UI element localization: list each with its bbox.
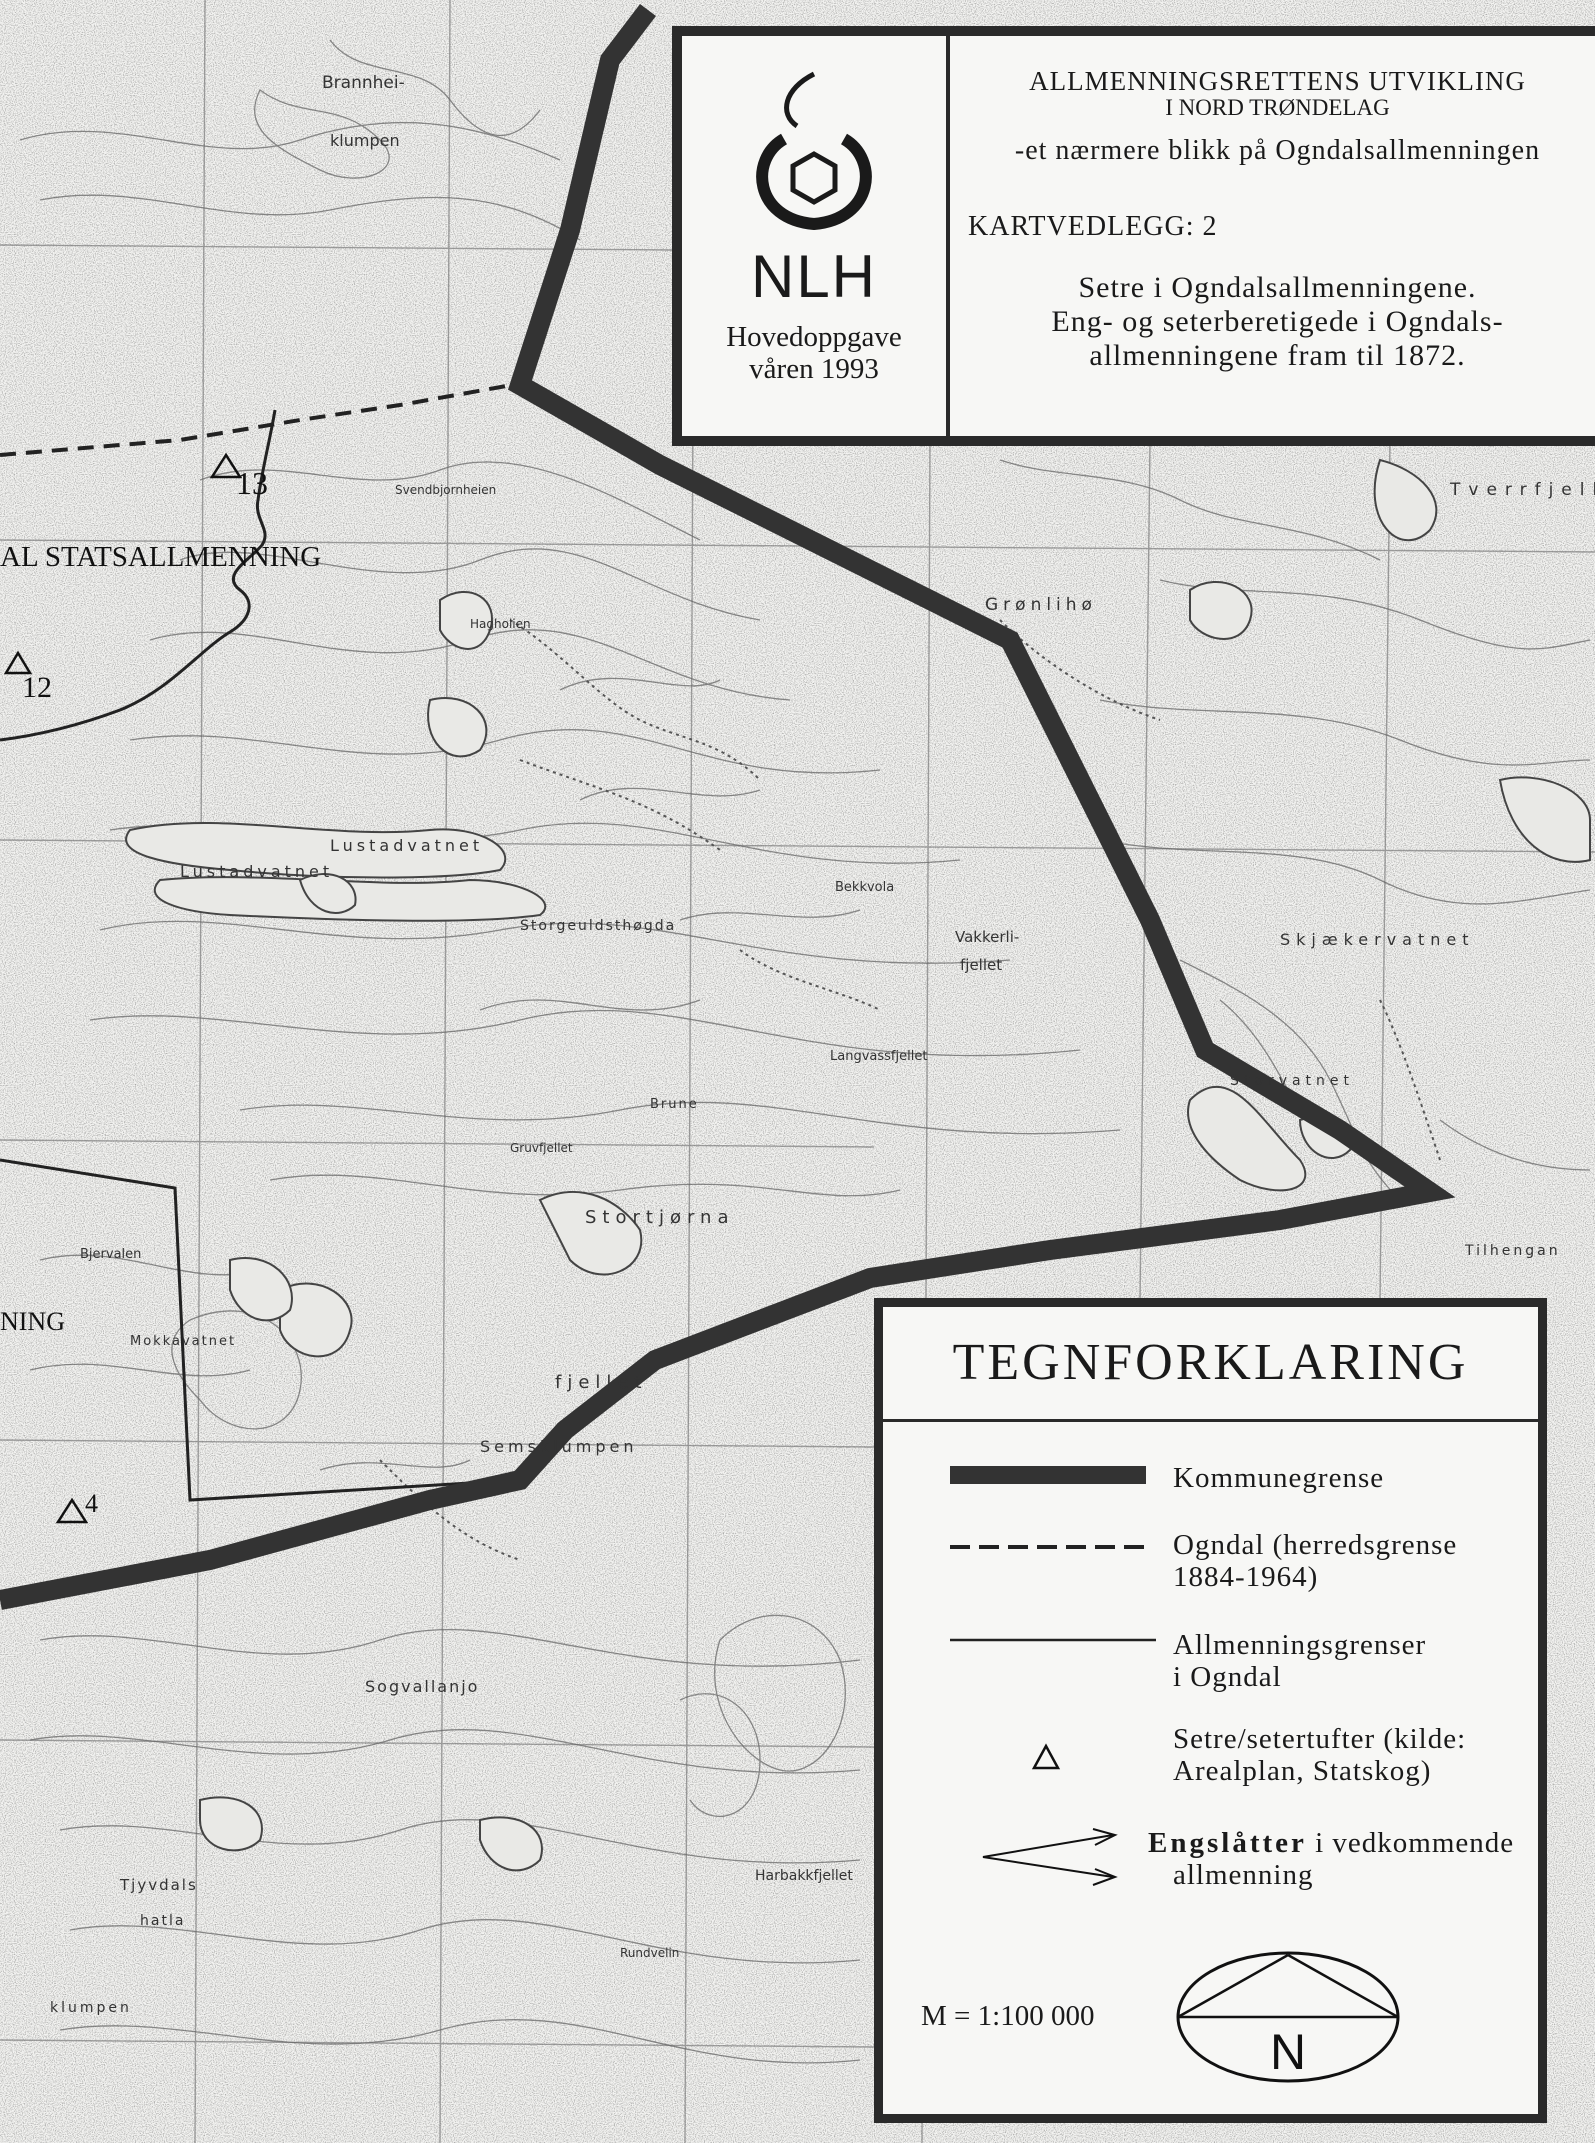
seter-triangle	[209, 452, 243, 479]
place-names: Brannhei- klumpen Svendbjornheien Haghol…	[50, 73, 1595, 2016]
place-name: Tjyvdals	[119, 1876, 198, 1894]
seter-number: 13	[236, 465, 268, 501]
legend-label: Allmenningsgrenser	[1173, 1629, 1427, 1661]
legend-title: TEGNFORKLARING	[883, 1307, 1538, 1422]
place-name: Lustadvatnet	[330, 836, 483, 855]
legend-label-line2: Arealplan, Statskog)	[1173, 1755, 1432, 1787]
place-name: Grønlihø	[985, 595, 1097, 615]
place-name: Bekkvola	[835, 880, 894, 895]
place-name: fjellet	[555, 1372, 648, 1393]
nlh-logo-icon	[756, 71, 872, 231]
thick-line-symbol	[950, 1466, 1146, 1484]
legend-label-line2: i Ogndal	[1173, 1661, 1282, 1693]
kommunegrense	[0, 3, 1456, 1610]
title-block: NLH Hovedoppgave våren 1993 ALLMENNINGSR…	[672, 26, 1595, 446]
allmenning-label-2: NING	[0, 1307, 65, 1336]
legend-box: TEGNFORKLARING Kommunegrense Ogndal (her…	[874, 1298, 1547, 2123]
legend-label: Ogndal (herredsgrense	[1173, 1529, 1458, 1561]
place-name: Tilhengan	[1464, 1243, 1561, 1259]
place-name: Brune	[650, 1097, 699, 1112]
triangle-symbol-icon	[1031, 1743, 1061, 1770]
place-name: Skjækervatnet	[1280, 930, 1475, 949]
place-name: Langvassfjellet	[830, 1049, 927, 1064]
subtitle: -et nærmere blikk på Ogndalsallmenningen	[1014, 135, 1541, 166]
place-name: klumpen	[330, 131, 400, 150]
place-name: Lustadvatnet	[180, 862, 333, 881]
place-name: klumpen	[50, 2000, 132, 2016]
place-name: Vakkerli-	[955, 928, 1019, 946]
seter-triangle	[3, 650, 33, 675]
scale-label: M = 1:100 000	[921, 2000, 1095, 2032]
thesis-date: våren 1993	[749, 353, 879, 385]
place-name: Harbakkfjellet	[755, 1868, 853, 1884]
place-name: Storgeuldsthøgda	[520, 918, 676, 934]
seter-12[interactable]: 12	[3, 650, 52, 704]
seter-4[interactable]: 4	[55, 1489, 98, 1524]
place-name: Sogvallanjo	[365, 1677, 479, 1696]
north-arrow-icon: N	[1176, 1951, 1400, 2083]
seter-13[interactable]: 13	[209, 452, 268, 501]
place-name: Tverrfjellet	[1449, 480, 1595, 500]
dashed-line-symbol	[950, 1545, 1146, 1549]
place-name: Gruvfjellet	[510, 1141, 573, 1155]
main-title: ALLMENNINGSRETTENS UTVIKLING	[1029, 66, 1526, 96]
map-description-line2: Eng- og seterberetigede i Ogndals-	[1051, 305, 1504, 338]
seter-number: 12	[22, 671, 52, 704]
place-name: Rundvelin	[620, 1946, 679, 1960]
legend-label: Engslåtter i vedkommende	[1148, 1827, 1514, 1859]
map-description: Setre i Ogndalsallmenningene.	[1078, 271, 1477, 304]
streams	[379, 619, 1441, 1561]
legend-label-rest: i vedkommende	[1315, 1827, 1515, 1859]
title-info-panel: ALLMENNINGSRETTENS UTVIKLING I NORD TRØN…	[950, 36, 1595, 436]
logo-text: NLH	[750, 243, 878, 310]
place-name: Storvatnet	[1230, 1073, 1354, 1089]
main-title-line2: I NORD TRØNDELAG	[1165, 95, 1390, 120]
allmenning-boundaries	[0, 409, 521, 1502]
thin-line-symbol	[950, 1638, 1156, 1642]
north-letter: N	[1270, 2024, 1306, 2080]
place-name: Stortjørna	[585, 1207, 735, 1228]
map-description-line3: allmenningene fram til 1872.	[1089, 339, 1466, 372]
lakes	[125, 458, 1591, 1872]
place-name: fjellet	[960, 956, 1002, 974]
place-name: Svendbjornheien	[395, 483, 496, 497]
legend-label-line2: 1884-1964)	[1173, 1561, 1319, 1593]
seter-number: 4	[85, 1489, 98, 1518]
legend-label: Setre/setertufter (kilde:	[1173, 1723, 1467, 1755]
place-name: hatla	[140, 1913, 185, 1929]
double-arrow-symbol-icon	[982, 1828, 1118, 1886]
place-name: Mokkavatnet	[130, 1334, 236, 1349]
place-name: Semsklumpen	[480, 1437, 638, 1456]
logo-panel: NLH Hovedoppgave våren 1993	[682, 36, 950, 436]
statsallmenning-label: AL STATSALLMENNING	[0, 541, 321, 573]
seter-triangle	[55, 1497, 89, 1524]
place-name: Hagholien	[470, 617, 531, 631]
legend-label-line2: allmenning	[1173, 1859, 1314, 1891]
place-name: Bjervalen	[80, 1247, 141, 1262]
legend-label-bold: Engslåtter	[1148, 1827, 1307, 1859]
map-appendix-label: KARTVEDLEGG: 2	[968, 211, 1218, 242]
contour-lines	[19, 39, 1591, 2064]
place-name: Brannhei-	[322, 73, 405, 93]
legend-label: Kommunegrense	[1173, 1462, 1385, 1494]
thesis-label: Hovedoppgave	[726, 321, 902, 353]
